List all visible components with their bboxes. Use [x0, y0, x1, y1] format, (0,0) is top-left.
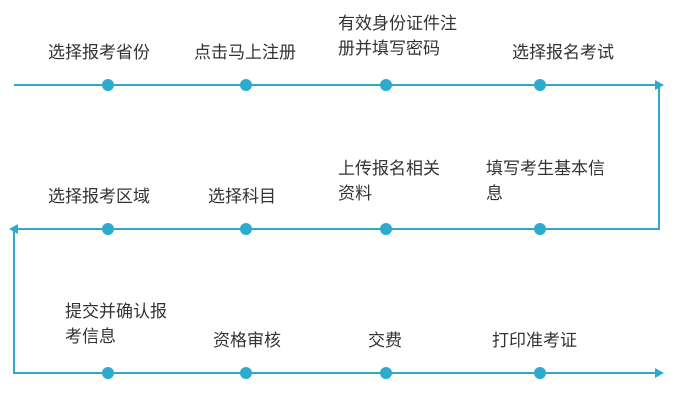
step-dot-3-3	[380, 367, 392, 379]
step-print-admission-ticket: 打印准考证	[492, 331, 577, 351]
step-dot-3-1	[102, 367, 114, 379]
arrowhead-row1-right	[655, 80, 664, 90]
step-select-exam: 选择报名考试	[512, 43, 614, 63]
step-dot-1-4	[534, 79, 546, 91]
arrowhead-row3-right	[655, 368, 664, 378]
step-dot-1-2	[240, 79, 252, 91]
step-dot-2-1	[102, 223, 114, 235]
step-dot-2-2	[240, 223, 252, 235]
step-click-register: 点击马上注册	[194, 43, 296, 63]
step-qualification-review: 资格审核	[213, 331, 281, 351]
arrowhead-row2-left	[9, 224, 18, 234]
step-confirm-info: 提交并确认报 考信息	[65, 302, 167, 347]
step-pay-fee: 交费	[368, 331, 402, 351]
step-dot-2-3	[380, 223, 392, 235]
step-select-province: 选择报考省份	[48, 43, 150, 63]
flow-path	[13, 84, 660, 374]
step-select-region: 选择报考区域	[48, 187, 150, 207]
step-fill-basic-info: 填写考生基本信 息	[486, 159, 605, 204]
step-dot-3-2	[240, 367, 252, 379]
step-upload-materials: 上传报名相关 资料	[338, 159, 440, 204]
step-dot-1-3	[380, 79, 392, 91]
step-register-with-id: 有效身份证件注 册并填写密码	[338, 14, 457, 59]
step-dot-3-4	[534, 367, 546, 379]
step-dot-1-1	[102, 79, 114, 91]
step-dot-2-4	[534, 223, 546, 235]
step-select-subjects: 选择科目	[208, 187, 276, 207]
